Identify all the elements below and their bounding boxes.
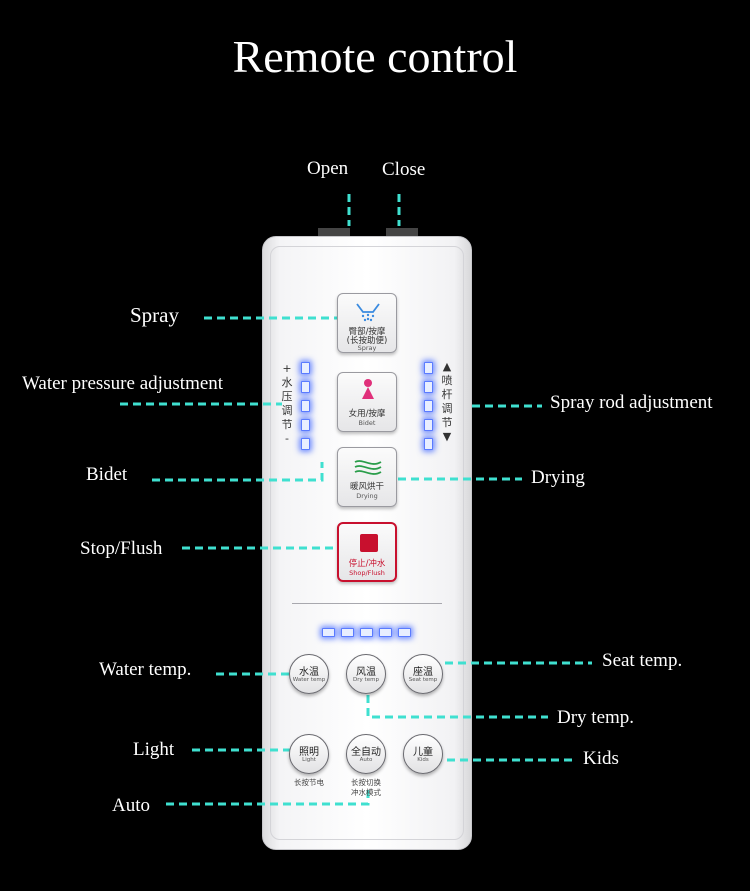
- pressure-led: [301, 400, 310, 412]
- page-title: Remote control: [232, 31, 518, 82]
- rod-led: [424, 419, 433, 431]
- drying-button[interactable]: 暖风烘干 Drying: [337, 447, 397, 507]
- dry-temp-button[interactable]: 风温 Dry temp: [346, 654, 386, 694]
- temp-led: [360, 628, 373, 637]
- pressure-led: [301, 362, 310, 374]
- dry-temp-button-label: 风温: [356, 667, 376, 678]
- label-auto: Auto: [112, 795, 150, 816]
- bidet-button[interactable]: 女用/按摩 Bidet: [337, 372, 397, 432]
- remote-panel: [270, 246, 464, 840]
- top-tab-close: [386, 228, 418, 236]
- label-water-temp: Water temp.: [99, 659, 192, 680]
- rod-led: [424, 381, 433, 393]
- stop-flush-button-en: Shop/Flush: [349, 569, 385, 577]
- bidet-button-en: Bidet: [358, 419, 376, 427]
- kids-button-en: Kids: [417, 757, 429, 763]
- seat-temp-button[interactable]: 座温 Seat temp: [403, 654, 443, 694]
- kids-button-label: 儿童: [413, 747, 433, 758]
- water-temp-button[interactable]: 水温 Water temp: [289, 654, 329, 694]
- drying-button-en: Drying: [356, 492, 378, 500]
- temp-led: [322, 628, 335, 637]
- label-drying: Drying: [531, 467, 585, 488]
- spray-icon: [356, 303, 380, 322]
- drying-button-label: 暖风烘干: [349, 482, 384, 492]
- label-bidet: Bidet: [86, 464, 128, 485]
- light-button[interactable]: 照明 Light: [289, 734, 329, 774]
- temp-led: [341, 628, 354, 637]
- stop-icon: [360, 534, 378, 552]
- pressure-led: [301, 419, 310, 431]
- pressure-led: [301, 438, 310, 450]
- rod-led: [424, 362, 433, 374]
- water-temp-button-en: Water temp: [292, 677, 326, 683]
- line-dry-temp: [366, 695, 548, 719]
- light-button-en: Light: [302, 757, 316, 763]
- label-stop-flush: Stop/Flush: [80, 538, 163, 559]
- label-seat-temp: Seat temp.: [602, 650, 683, 671]
- bidet-button-label: 女用/按摩: [348, 409, 386, 419]
- light-button-sub: 长按节电: [294, 778, 324, 787]
- label-dry-temp: Dry temp.: [557, 707, 635, 728]
- woman-icon: [362, 379, 374, 399]
- panel-divider: [292, 603, 442, 604]
- top-tab-open: [318, 228, 350, 236]
- auto-button-sub: 长按切换 冲水模式: [351, 778, 381, 797]
- dry-temp-button-en: Dry temp: [353, 677, 379, 683]
- stop-flush-button-label: 停止/冲水: [348, 559, 386, 569]
- rod-led: [424, 400, 433, 412]
- rod-label: ▲ 喷 杆 调 节 ▼: [441, 360, 453, 443]
- label-open: Open: [307, 158, 349, 179]
- spray-button-label: 臀部/按摩: [348, 327, 386, 337]
- label-spray: Spray: [130, 303, 179, 327]
- kids-button[interactable]: 儿童 Kids: [403, 734, 443, 774]
- label-spray-rod: Spray rod adjustment: [550, 392, 713, 413]
- spray-button-sub: (长按助便): [346, 336, 388, 346]
- spray-button-en: Spray: [357, 344, 377, 352]
- label-close: Close: [382, 159, 426, 180]
- light-button-label: 照明: [299, 747, 319, 758]
- label-water-pressure: Water pressure adjustment: [22, 373, 224, 394]
- label-light: Light: [133, 739, 175, 760]
- temp-led: [379, 628, 392, 637]
- spray-button[interactable]: 臀部/按摩 (长按助便) Spray: [337, 293, 397, 353]
- line-bidet: [152, 462, 324, 482]
- seat-temp-button-label: 座温: [413, 667, 433, 678]
- pressure-led: [301, 381, 310, 393]
- pressure-label: + 水 压 调 节 -: [281, 362, 293, 445]
- auto-button-label: 全自动: [351, 747, 381, 758]
- label-kids: Kids: [583, 748, 619, 769]
- seat-temp-button-en: Seat temp: [408, 677, 438, 683]
- line-auto: [166, 790, 370, 806]
- auto-button-en: Auto: [359, 757, 373, 763]
- temp-led: [398, 628, 411, 637]
- auto-button[interactable]: 全自动 Auto: [346, 734, 386, 774]
- stop-flush-button[interactable]: 停止/冲水 Shop/Flush: [337, 522, 397, 582]
- wind-icon: [354, 460, 382, 475]
- water-temp-button-label: 水温: [299, 667, 319, 678]
- rod-led: [424, 438, 433, 450]
